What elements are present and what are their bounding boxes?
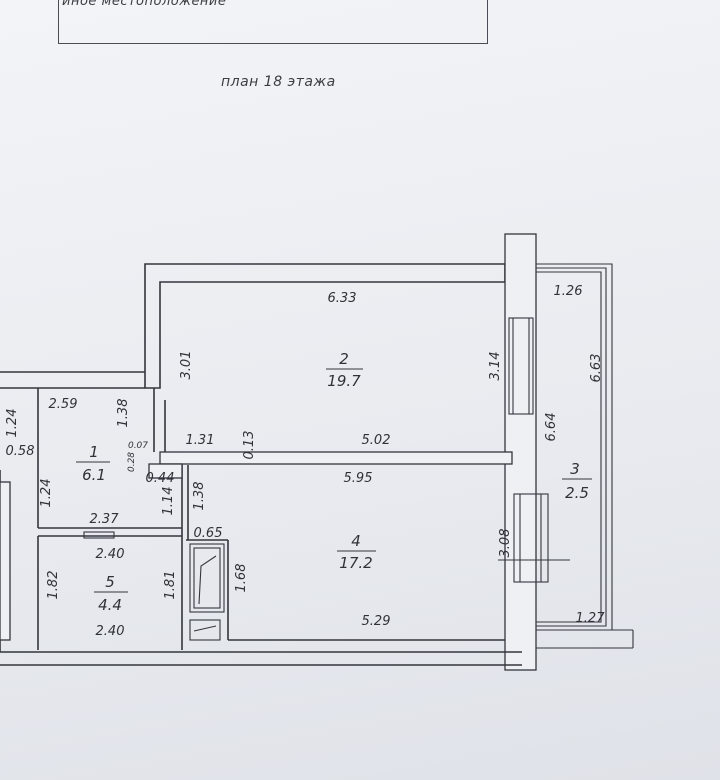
room-1-area: 6.1 — [82, 466, 106, 484]
dim-label: 0.65 — [194, 526, 223, 541]
dim-label: 0.13 — [242, 431, 257, 460]
dim-label: 5.29 — [362, 614, 391, 629]
room-5-number: 5 — [105, 573, 115, 591]
dim-label: 6.64 — [544, 413, 559, 442]
dim-label: 1.14 — [161, 487, 176, 516]
room-2-number: 2 — [339, 350, 349, 368]
dimension-labels: 6.33 3.01 3.14 1.26 6.63 6.64 2.59 1.38 … — [5, 284, 605, 639]
dim-label: 1.38 — [116, 399, 131, 428]
dim-label: 6.33 — [328, 291, 357, 306]
doorway — [83, 531, 115, 539]
floor-plan-title: план 18 этажа — [221, 74, 336, 90]
dim-label: 1.82 — [46, 571, 61, 600]
dim-label: 1.68 — [234, 564, 249, 593]
dim-label: 1.31 — [186, 433, 215, 448]
dim-label: 1.26 — [554, 284, 583, 299]
room-5-area: 4.4 — [98, 596, 122, 614]
room-4-label: 4 17.2 — [337, 532, 376, 572]
dim-label: 3.08 — [498, 529, 513, 558]
room-3-label: 3 2.5 — [562, 460, 592, 502]
room-4-area: 17.2 — [339, 554, 372, 572]
dim-label: 1.27 — [576, 611, 606, 626]
room-3-number: 3 — [570, 460, 580, 478]
room-1-number: 1 — [89, 443, 99, 461]
dim-label: 3.01 — [179, 351, 194, 380]
room-2-label: 2 19.7 — [326, 350, 363, 390]
dim-label: 2.59 — [49, 397, 78, 412]
dim-label: 1.24 — [5, 409, 20, 438]
dim-label: 1.81 — [163, 571, 178, 600]
dim-label: 0.58 — [6, 444, 35, 459]
dim-label: 5.95 — [344, 471, 373, 486]
dim-label: 2.37 — [90, 512, 120, 527]
dim-label: 3.14 — [488, 352, 503, 381]
room-5-label: 5 4.4 — [94, 573, 128, 614]
title-block-text: иное местоположение — [62, 0, 227, 9]
dim-label: 0.28 — [127, 452, 137, 472]
interior-walls — [0, 388, 513, 650]
dim-label: 2.40 — [96, 624, 125, 639]
dim-label: 1.38 — [192, 482, 207, 511]
dim-label: 0.44 — [146, 471, 175, 486]
title-block-frame — [58, 0, 488, 44]
dim-label: 1.24 — [39, 479, 54, 508]
room-4-number: 4 — [351, 532, 361, 550]
room-2-area: 19.7 — [327, 372, 361, 390]
dim-label: 5.02 — [362, 433, 391, 448]
room-3-area: 2.5 — [565, 484, 589, 502]
dim-label: 6.63 — [589, 354, 604, 383]
window-frames — [498, 317, 570, 583]
utility-shafts — [189, 543, 225, 641]
dim-label: 2.40 — [96, 547, 125, 562]
balcony — [536, 263, 634, 649]
dim-label: 0.07 — [128, 441, 148, 451]
room-1-label: 1 6.1 — [76, 443, 110, 484]
